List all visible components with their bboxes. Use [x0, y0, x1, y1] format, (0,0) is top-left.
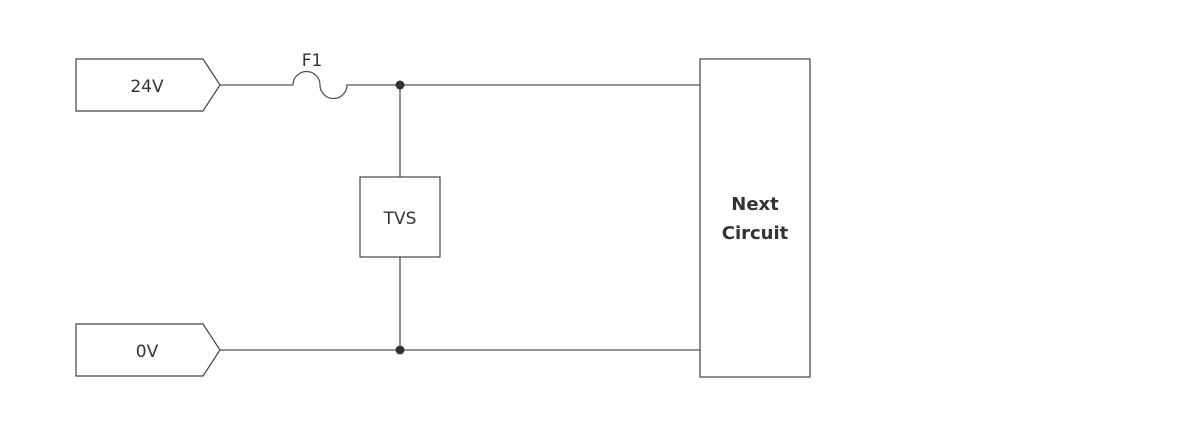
input-0v-label: 0V — [136, 342, 159, 362]
next-circuit-label-line2: Circuit — [722, 223, 789, 244]
junction-dot-bottom — [395, 345, 405, 355]
input-24v-connector: 24V — [75, 58, 221, 112]
fuse-label: F1 — [302, 51, 323, 71]
junction-dot-top — [395, 80, 405, 90]
next-circuit-label-line1: Next — [731, 194, 779, 215]
input-0v-connector: 0V — [75, 323, 221, 377]
wire-24v — [220, 70, 700, 100]
tvs-label: TVS — [383, 209, 417, 229]
next-circuit-box: Next Circuit — [699, 58, 811, 378]
tvs-box: TVS — [359, 176, 441, 258]
input-24v-label: 24V — [130, 77, 164, 97]
